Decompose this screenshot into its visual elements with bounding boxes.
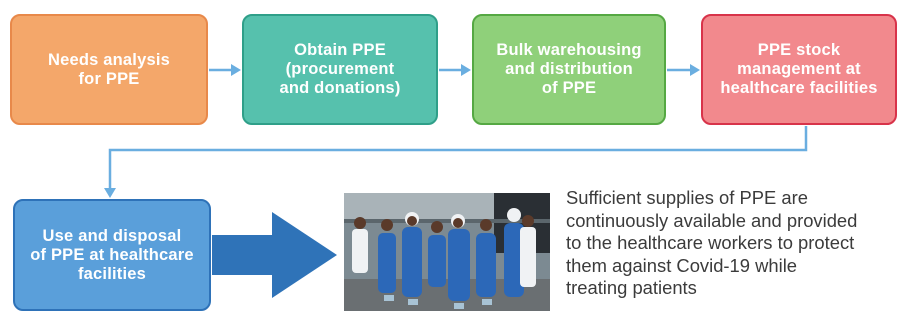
step-needs-analysis: Needs analysis for PPE <box>10 14 208 125</box>
step-use-and-disposal: Use and disposal of PPE at healthcare fa… <box>13 199 211 311</box>
connector-arrow-3 <box>667 64 700 76</box>
step-ppe-stock-management: PPE stock management at healthcare facil… <box>701 14 897 125</box>
big-outcome-arrow <box>212 212 337 298</box>
healthcare-workers-in-ppe-photo <box>344 193 550 311</box>
step-obtain-ppe: Obtain PPE (procurement and donations) <box>242 14 438 125</box>
outcome-statement: Sufficient supplies of PPE are continuou… <box>566 187 858 299</box>
step-bulk-warehousing: Bulk warehousing and distribution of PPE <box>472 14 666 125</box>
connector-arrow-1 <box>209 64 241 76</box>
connector-arrow-2 <box>439 64 471 76</box>
connector-elbow-arrow <box>104 126 808 198</box>
